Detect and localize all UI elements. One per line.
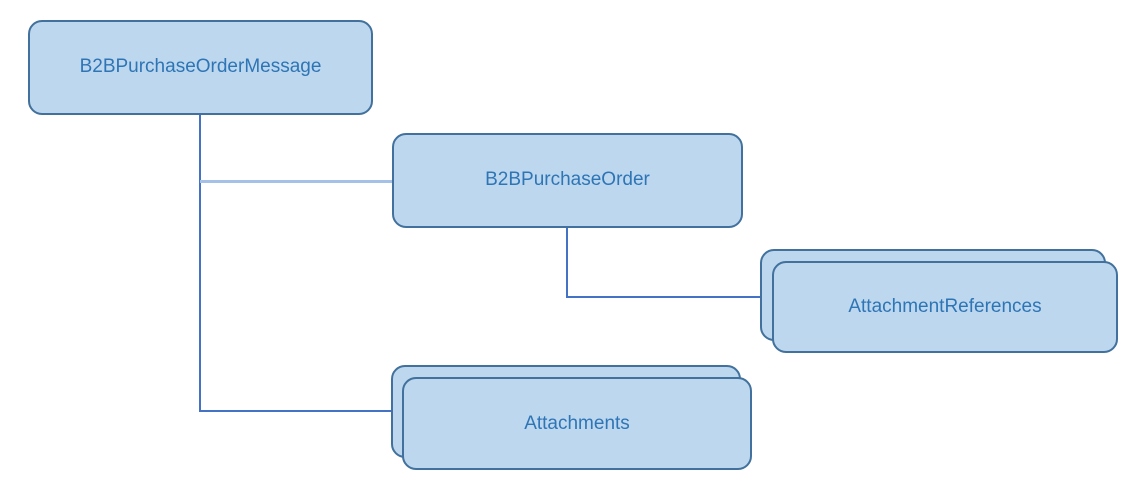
node-b2b-purchase-order-label: B2BPurchaseOrder xyxy=(485,169,650,191)
connector-message-stem-vertical xyxy=(199,115,201,412)
connector-order-to-attachment-references xyxy=(567,296,761,298)
connector-message-to-attachments xyxy=(200,410,392,412)
node-b2b-purchase-order: B2BPurchaseOrder xyxy=(392,133,743,228)
node-attachment-references: AttachmentReferences xyxy=(772,261,1118,353)
connector-order-stem-vertical xyxy=(566,228,568,298)
node-attachments-label: Attachments xyxy=(524,412,630,434)
node-attachment-references-label: AttachmentReferences xyxy=(848,296,1042,317)
connector-message-to-order xyxy=(200,180,392,183)
node-b2b-purchase-order-message: B2BPurchaseOrderMessage xyxy=(28,20,373,115)
node-b2b-purchase-order-message-label: B2BPurchaseOrderMessage xyxy=(79,56,322,78)
node-attachments: Attachments xyxy=(402,377,752,470)
